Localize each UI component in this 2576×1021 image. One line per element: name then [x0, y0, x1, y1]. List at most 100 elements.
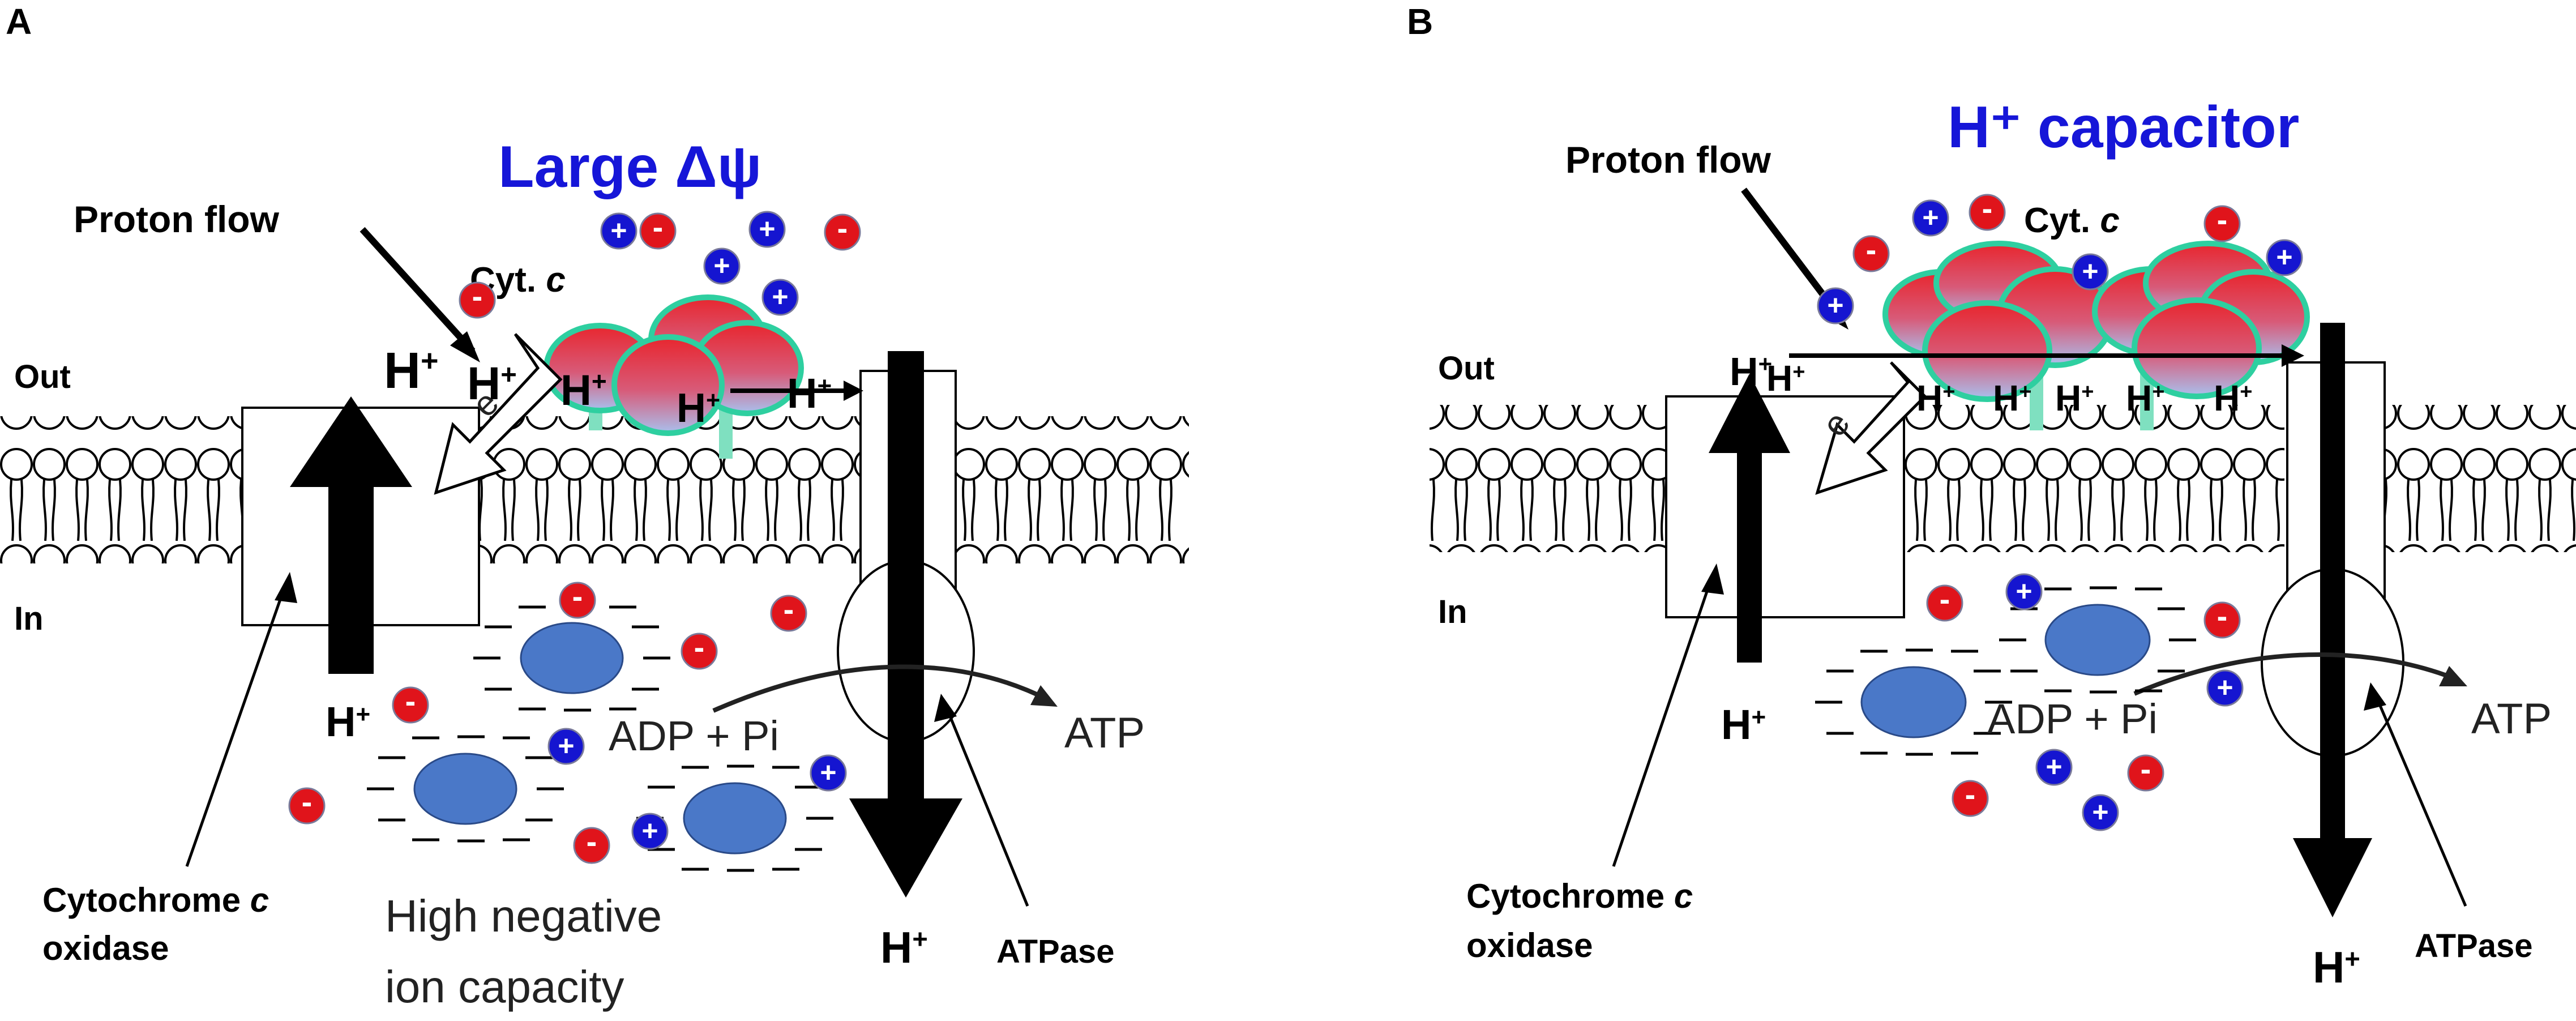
plus-glyph: + — [713, 250, 730, 281]
minus-glyph: - — [1982, 190, 1993, 226]
panel-a-atpase-proton-arrow — [849, 351, 962, 898]
cation-ion: + — [703, 247, 741, 285]
panel-b-atpase-proton-arrow — [2293, 323, 2372, 917]
plus-glyph: + — [641, 815, 658, 847]
panel-b-atpase-pointer-head — [2364, 682, 2386, 711]
plus-glyph: + — [2082, 255, 2098, 287]
cation-ion: + — [547, 728, 585, 765]
cation-ion: + — [2266, 239, 2303, 276]
cation-ion: + — [2072, 253, 2109, 291]
minus-glyph: - — [837, 210, 848, 246]
minus-glyph: - — [587, 823, 597, 859]
anion-ion: - — [1952, 776, 1989, 817]
panel-b-oxidase-label-line2: oxidase — [1466, 926, 1593, 964]
panel-b-atp-label: ATP — [2471, 695, 2552, 743]
panel-b-proton-labels: H+H+H+H+H+H+H+H+H+ — [1721, 349, 2360, 992]
plus-glyph: + — [772, 281, 788, 313]
panel-b: B e — [1407, 1, 2576, 992]
minus-glyph: - — [572, 578, 583, 614]
plus-glyph: + — [2016, 575, 2032, 607]
cation-ion: + — [810, 754, 847, 792]
panel-a-capacity-line2: ion capacity — [385, 962, 624, 1012]
proton-label: H+ — [787, 370, 832, 417]
panel-a-adp-pi-label: ADP + Pi — [609, 712, 779, 759]
panel-b-out-label: Out — [1438, 350, 1495, 387]
cation-ion: + — [1912, 199, 1949, 237]
proton-label: H+ — [2313, 942, 2360, 992]
proton-label: H+ — [2214, 378, 2252, 418]
cation-ion: + — [2082, 794, 2119, 831]
panel-a-proton-flow-pointer — [360, 227, 476, 354]
panel-a: A e — [0, 1, 1189, 1012]
anion-ion: - — [288, 784, 326, 825]
minus-glyph: - — [405, 683, 416, 719]
panel-b-letter: B — [1407, 1, 1433, 42]
panel-a-in-label: In — [14, 600, 44, 637]
panel-a-capacity-line1: High negative — [385, 891, 662, 941]
panel-b-atpase-label: ATPase — [2415, 928, 2532, 964]
panel-b-ion-blobs — [1860, 604, 2151, 738]
anion-ion: - — [770, 591, 807, 632]
cation-ion: + — [761, 279, 799, 316]
proton-label: H+ — [467, 358, 517, 409]
panel-a-synthesis-arrow — [712, 664, 1049, 713]
panel-a-proton-pump-arrow — [290, 396, 412, 674]
anion-ion: - — [559, 578, 596, 619]
panel-a-letter: A — [6, 1, 32, 42]
anion-ion: - — [1852, 232, 1890, 272]
minus-glyph: - — [653, 209, 664, 245]
proton-label: H+ — [1993, 378, 2031, 418]
panel-b-proton-pump-arrow — [1709, 374, 1790, 663]
proton-label: H+ — [677, 386, 720, 431]
minus-glyph: - — [302, 784, 313, 819]
minus-glyph: - — [784, 591, 794, 627]
proton-label: H+ — [326, 698, 370, 745]
plus-glyph: + — [2216, 672, 2233, 703]
panel-a-synthesis-arrow-head — [1030, 685, 1058, 707]
anion-ion: - — [639, 209, 677, 250]
panel-b-synthesis-arrow-head — [2439, 666, 2467, 686]
minus-glyph: - — [1940, 581, 1950, 617]
minus-glyph: - — [2217, 598, 2228, 634]
panel-a-oxidase-label-line2: oxidase — [42, 929, 169, 967]
cation-ion: + — [600, 212, 637, 250]
panel-a-proton-flow-pointer-head — [450, 331, 480, 362]
plus-glyph: + — [558, 730, 574, 762]
panel-b-adp-pi-label: ADP + Pi — [1987, 695, 2158, 742]
anion-ion: - — [1969, 190, 2006, 231]
cation-ion: + — [1817, 287, 1854, 324]
plus-glyph: + — [2276, 241, 2292, 273]
minus-glyph: - — [694, 629, 705, 665]
panel-b-atpase-pointer — [2373, 693, 2467, 907]
anion-ion: - — [392, 683, 429, 724]
panel-a-title: Large Δψ — [498, 134, 761, 200]
plus-glyph: + — [2046, 751, 2062, 783]
proton-label: H+ — [2126, 378, 2164, 418]
panel-b-lateral-proton-arrow-head — [2282, 344, 2304, 367]
anion-ion: - — [1926, 581, 1963, 622]
panel-a-oxidase-pointer — [185, 583, 288, 867]
panel-a-atpase-label: ATPase — [996, 933, 1114, 970]
plus-glyph: + — [2092, 796, 2108, 828]
anion-ion: - — [2203, 202, 2241, 242]
anion-ion: - — [573, 823, 610, 864]
panel-a-oxidase-pointer-head — [275, 572, 297, 603]
proton-label: H+ — [384, 343, 439, 399]
minus-glyph: - — [1866, 232, 1877, 267]
panel-a-out-label: Out — [14, 358, 71, 395]
panel-a-ions: +-+-++-----++-+- — [288, 209, 861, 864]
cation-ion: + — [748, 211, 786, 248]
panel-a-membrane — [0, 416, 1189, 563]
proton-label: H+ — [1721, 701, 1766, 748]
cation-ion: + — [2035, 749, 2073, 786]
panel-b-oxidase-pointer-head — [1701, 563, 1724, 595]
proton-label: H+ — [560, 366, 607, 415]
panel-a-lateral-proton-arrow-head — [844, 381, 863, 401]
panel-a-negative-dashes — [367, 604, 833, 872]
minus-glyph: - — [2141, 751, 2151, 787]
minus-glyph: - — [472, 278, 483, 314]
cation-ion: + — [2206, 669, 2244, 707]
cation-ion: + — [631, 813, 669, 850]
panel-a-oxidase-label-line1: Cytochrome c — [42, 881, 269, 919]
